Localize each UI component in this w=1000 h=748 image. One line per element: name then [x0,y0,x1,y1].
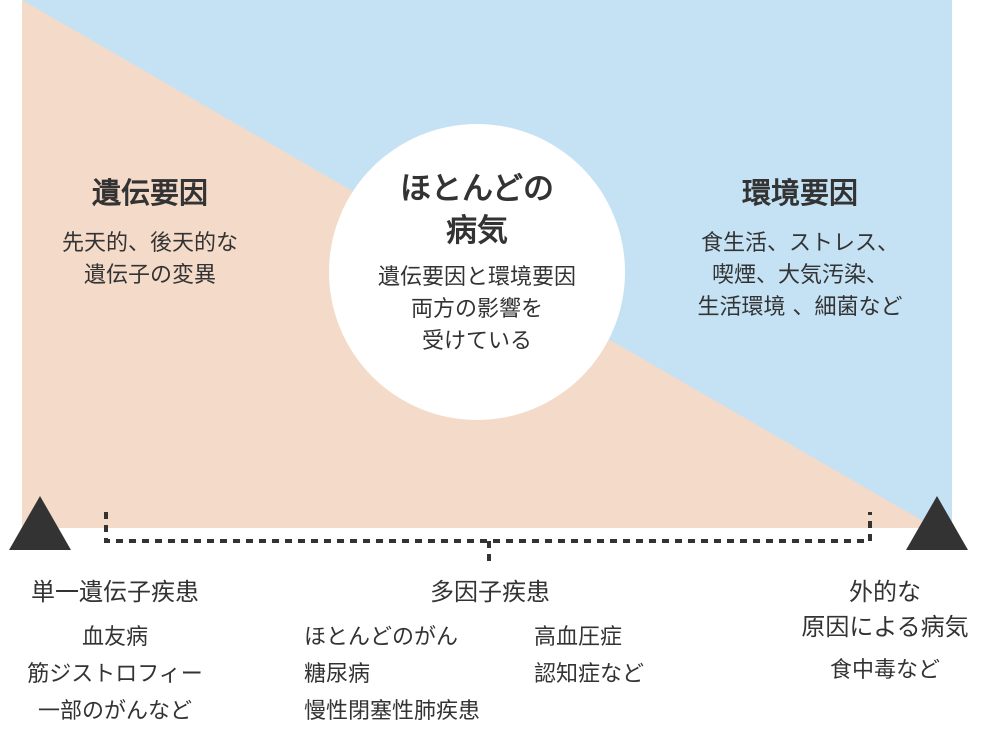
center-desc-line: 遺伝要因と環境要因 [377,265,576,290]
genetic-desc: 先天的、後天的な 遺伝子の変異 [30,228,270,292]
dotted-bracket [104,512,872,566]
disease-item: 一部のがんなど [37,699,192,724]
left-triangle-marker [9,496,71,550]
disease-item: 食中毒など [829,658,940,683]
external-title: 外的な 原因による病気 [770,575,1000,645]
center-circle [329,124,625,420]
disease-item: ほとんどのがん [304,625,459,650]
disease-item: 筋ジストロフィー [27,662,203,687]
genetic-section: 遺伝要因 先天的、後天的な 遺伝子の変異 [30,170,270,292]
disease-item: 糖尿病 [304,662,371,687]
external-title-line: 外的な [849,578,921,606]
disease-item: 慢性閉塞性肺疾患 [304,699,481,724]
single-gene-section: 単一遺伝子疾患 血友病 筋ジストロフィー 一部のがんなど [0,575,230,730]
disease-item: 認知症など [534,662,645,687]
environment-title: 環境要因 [741,176,858,210]
disease-item: 高血圧症 [534,625,623,650]
center-desc: 遺伝要因と環境要因 両方の影響を 受けている [340,262,614,358]
center-title-line: ほとんどの [399,171,555,207]
center-title: ほとんどの 病気 [340,168,614,252]
center-title-line: 病気 [446,213,508,249]
genetic-desc-line: 先天的、後天的な [61,231,238,256]
environment-section: 環境要因 食生活、ストレス、 喫煙、大気汚染、 生活環境 、細菌など [660,170,940,324]
multifactor-title: 多因子疾患 [430,578,550,606]
single-gene-title: 単一遺伝子疾患 [31,578,199,606]
disease-item: 血友病 [81,625,148,650]
genetic-title: 遺伝要因 [91,176,208,210]
environment-desc-line: 生活環境 、細菌など [697,295,903,320]
genetic-desc-line: 遺伝子の変異 [83,263,216,288]
center-desc-line: 両方の影響を [410,297,543,322]
center-section: ほとんどの 病気 遺伝要因と環境要因 両方の影響を 受けている [340,168,614,358]
external-title-line: 原因による病気 [801,613,969,641]
center-desc-line: 受けている [421,329,532,354]
environment-desc-line: 喫煙、大気汚染、 [711,263,888,288]
external-section: 外的な 原因による病気 食中毒など [770,575,1000,687]
multifactor-section: 多因子疾患 ほとんどのがん 糖尿病 慢性閉塞性肺疾患 高血圧症 認知症など [300,575,700,724]
right-triangle-marker [906,496,968,550]
environment-desc-line: 食生活、ストレス、 [700,231,899,256]
environment-desc: 食生活、ストレス、 喫煙、大気汚染、 生活環境 、細菌など [660,228,940,324]
